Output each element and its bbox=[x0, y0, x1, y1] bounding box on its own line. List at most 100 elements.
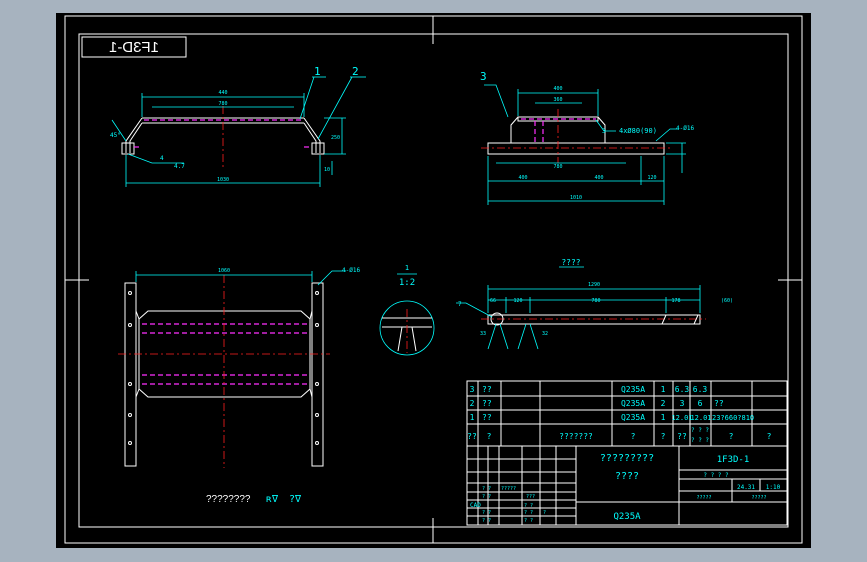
svg-text:12.01: 12.01 bbox=[671, 414, 692, 422]
svg-text:7: 7 bbox=[458, 301, 462, 308]
svg-text:Q235A: Q235A bbox=[613, 512, 641, 522]
svg-text:???: ??? bbox=[526, 494, 535, 500]
svg-text:4xØ80(90): 4xØ80(90) bbox=[619, 127, 657, 135]
svg-text:33: 33 bbox=[480, 331, 486, 337]
svg-text:1: 1 bbox=[661, 385, 666, 394]
svg-text:1:10: 1:10 bbox=[766, 484, 781, 491]
svg-text:6: 6 bbox=[698, 399, 703, 408]
svg-text:3: 3 bbox=[480, 70, 487, 83]
bom-row: 2 ?? Q235A 2 3 6 ?? bbox=[470, 399, 724, 408]
svg-text:? ?: ? ? bbox=[524, 503, 533, 509]
svg-text:400: 400 bbox=[594, 175, 603, 181]
svg-text:120: 120 bbox=[513, 298, 522, 304]
svg-text:? ?: ? ? bbox=[482, 486, 491, 492]
svg-text:(60): (60) bbox=[721, 298, 733, 304]
inner-border bbox=[78, 33, 789, 528]
svg-text:1F3D-1: 1F3D-1 bbox=[109, 39, 159, 56]
svg-text:2: 2 bbox=[470, 399, 475, 408]
svg-text:?: ? bbox=[543, 510, 546, 516]
svg-text:178: 178 bbox=[671, 298, 680, 304]
svg-text:400: 400 bbox=[553, 86, 562, 92]
svg-text:3: 3 bbox=[602, 128, 606, 135]
svg-text:1060: 1060 bbox=[218, 268, 230, 274]
svg-text:3: 3 bbox=[470, 385, 475, 394]
svg-text:?????: ????? bbox=[751, 495, 766, 501]
svg-text:32: 32 bbox=[542, 331, 548, 337]
svg-text:66: 66 bbox=[490, 298, 496, 304]
svg-text:12.01: 12.01 bbox=[690, 414, 711, 422]
mirrored-code-box: 1F3D-1 bbox=[81, 36, 187, 58]
svg-text:24.31: 24.31 bbox=[737, 484, 755, 491]
svg-text:1290: 1290 bbox=[588, 282, 600, 288]
svg-text:360: 360 bbox=[553, 97, 562, 103]
svg-text:? ?: ? ? bbox=[482, 510, 491, 516]
svg-text:1030: 1030 bbox=[217, 177, 229, 183]
svg-text:3: 3 bbox=[680, 399, 685, 408]
svg-text:780: 780 bbox=[218, 101, 227, 107]
svg-text:? ? ?: ? ? ? bbox=[691, 427, 709, 434]
svg-text:? ? ? ?: ? ? ? ? bbox=[703, 472, 729, 479]
svg-text:? ?: ? ? bbox=[524, 518, 533, 524]
svg-text:? ?: ? ? bbox=[482, 518, 491, 524]
svg-text:250: 250 bbox=[331, 135, 340, 141]
svg-text:ʀ∇: ʀ∇ bbox=[266, 494, 279, 505]
drawing-sheet: 1F3D-1 440 bbox=[56, 13, 811, 548]
svg-text:6.3: 6.3 bbox=[675, 385, 690, 394]
svg-text:6.3: 6.3 bbox=[693, 385, 708, 394]
svg-text:4-Ø16: 4-Ø16 bbox=[676, 125, 694, 132]
svg-text:????: ???? bbox=[615, 471, 639, 482]
svg-text:??: ?? bbox=[482, 385, 492, 394]
section-view: ???? 1290 66 120 780 178 (60) bbox=[456, 258, 733, 350]
detail-view: 1 1:2 bbox=[379, 264, 435, 356]
svg-text:?: ? bbox=[729, 432, 734, 441]
svg-text:? ? ?: ? ? ? bbox=[691, 437, 709, 444]
svg-text:?: ? bbox=[631, 432, 636, 441]
svg-text:??: ?? bbox=[482, 413, 492, 422]
svg-text:CAD: CAD bbox=[470, 502, 481, 509]
svg-text:Q235A: Q235A bbox=[621, 399, 645, 408]
svg-text:10: 10 bbox=[324, 167, 330, 173]
svg-text:400: 400 bbox=[518, 175, 527, 181]
side-view: 400 360 400 400 120 1010 780 bbox=[480, 70, 694, 205]
svg-text:????????: ???????? bbox=[206, 494, 251, 505]
svg-text:Q235A: Q235A bbox=[621, 385, 645, 394]
svg-text:1:2: 1:2 bbox=[399, 278, 415, 288]
svg-text:120: 120 bbox=[647, 175, 656, 181]
svg-text:?: ? bbox=[487, 432, 492, 441]
svg-text:? ?: ? ? bbox=[482, 494, 491, 500]
svg-text:780: 780 bbox=[553, 164, 562, 170]
svg-text:2: 2 bbox=[661, 399, 666, 408]
bill-of-materials: 3 ?? Q235A 1 6.3 6.3 2 ?? Q235A 2 3 6 ?? bbox=[466, 380, 788, 447]
front-view: 440 780 1030 250 10 45° 4 4.7 bbox=[110, 65, 366, 187]
svg-text:1010: 1010 bbox=[570, 195, 582, 201]
svg-text:??: ?? bbox=[677, 432, 687, 441]
svg-text:?????????: ????????? bbox=[600, 453, 654, 464]
svg-text:440: 440 bbox=[218, 90, 227, 96]
svg-text:?????: ????? bbox=[696, 495, 711, 501]
bom-header-row: ?? ? ??????? ? ? ?? ? ? ? ? ? ? ? ? bbox=[467, 427, 771, 444]
svg-text:4-Ø16: 4-Ø16 bbox=[342, 267, 360, 274]
svg-text:??: ?? bbox=[467, 432, 477, 441]
svg-text:23?660?810: 23?660?810 bbox=[712, 414, 754, 422]
svg-text:2: 2 bbox=[352, 65, 359, 78]
svg-text:45°: 45° bbox=[110, 132, 121, 139]
svg-text:1: 1 bbox=[314, 65, 321, 78]
svg-text:? ?: ? ? bbox=[524, 510, 533, 516]
svg-text:1: 1 bbox=[470, 413, 475, 422]
svg-text:??: ?? bbox=[482, 399, 492, 408]
bom-row: 3 ?? Q235A 1 6.3 6.3 bbox=[470, 385, 708, 394]
plan-view: 1060 4-Ø16 bbox=[118, 267, 360, 468]
svg-text:1: 1 bbox=[661, 413, 666, 422]
svg-text:1F3D-1: 1F3D-1 bbox=[717, 455, 750, 465]
svg-text:??: ?? bbox=[714, 399, 724, 408]
engineering-drawing: 1F3D-1 440 bbox=[64, 15, 803, 544]
svg-text:???????: ??????? bbox=[559, 432, 593, 441]
svg-text:?∇: ?∇ bbox=[289, 494, 302, 505]
svg-text:????: ???? bbox=[561, 258, 580, 267]
svg-text:4.7: 4.7 bbox=[174, 163, 185, 170]
title-block: ? ? ????? ? ? ??? CAD ? ? ? ? ? ? ? ? ? … bbox=[466, 445, 788, 526]
svg-text:Q235A: Q235A bbox=[621, 413, 645, 422]
svg-text:1: 1 bbox=[405, 264, 409, 272]
svg-text:?: ? bbox=[661, 432, 666, 441]
